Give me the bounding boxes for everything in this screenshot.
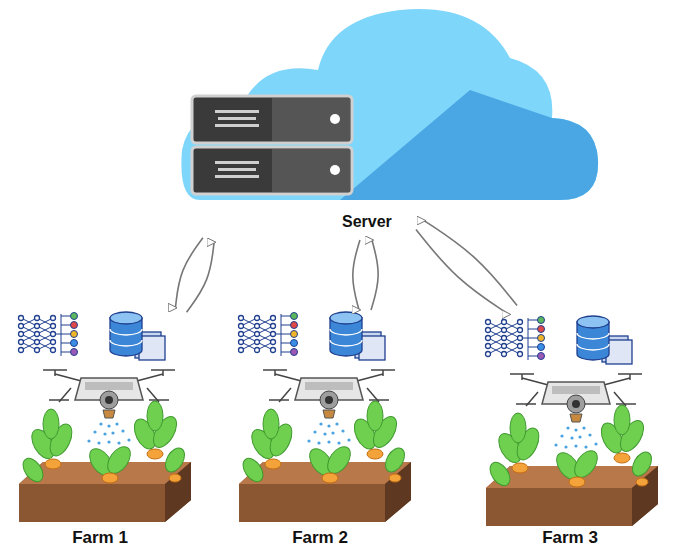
server-node: Server (185, 90, 420, 240)
farm-label: Farm 2 (292, 528, 348, 548)
farm-label: Farm 3 (542, 528, 598, 548)
farm-illustration (239, 312, 412, 522)
cloud (181, 9, 598, 200)
farm-node: Farm 2 (230, 310, 410, 550)
farm-node: Farm 1 (10, 310, 190, 550)
farm-label: Farm 1 (72, 528, 128, 548)
connector-stroke (416, 229, 509, 314)
server-label: Server (342, 213, 392, 231)
farm-illustration (486, 316, 659, 526)
sync-connector (353, 240, 378, 310)
connector-stroke (175, 238, 203, 308)
sync-connector (416, 221, 517, 315)
farm-node: Farm 3 (475, 310, 665, 550)
connector-stroke (424, 221, 517, 306)
connector-stroke (371, 240, 378, 310)
server-rack (192, 96, 352, 194)
sync-connector (175, 238, 214, 312)
farm-illustration (19, 312, 192, 522)
connector-stroke (187, 242, 215, 312)
connector-stroke (353, 240, 360, 310)
